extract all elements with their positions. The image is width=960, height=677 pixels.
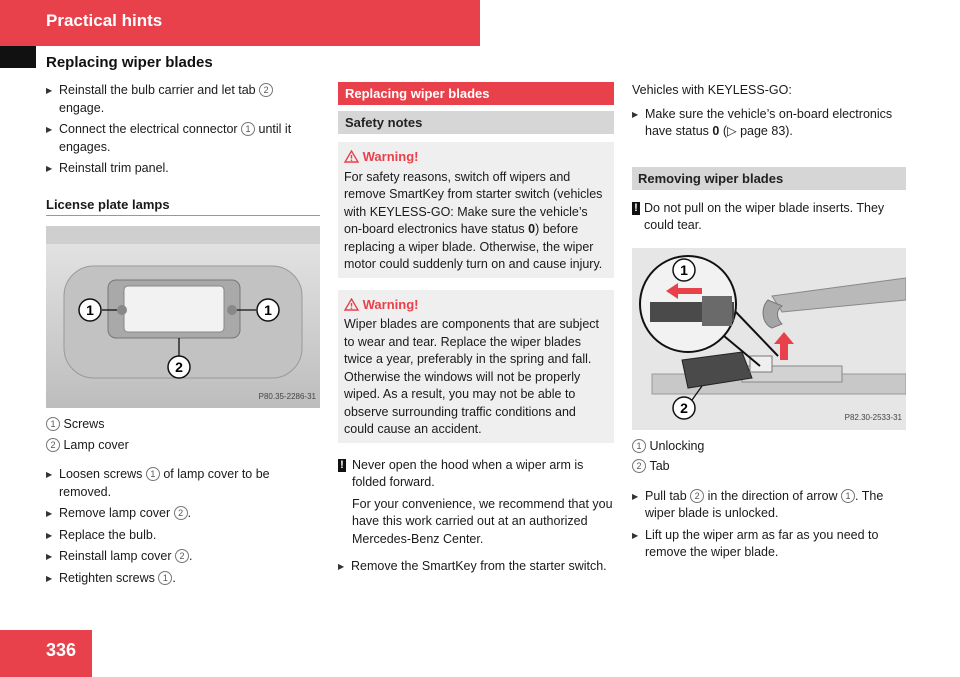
note-block: ! Do not pull on the wiper blade inserts… (632, 200, 906, 235)
warning-title: Warning! (343, 296, 608, 314)
note-exclamation-icon: ! (338, 458, 346, 472)
warning-box: Warning! For safety reasons, switch off … (338, 142, 614, 278)
warning-triangle-icon (343, 297, 360, 311)
step-item: Reinstall trim panel. (46, 160, 320, 178)
column-middle: Replacing wiper blades Safety notes Warn… (338, 82, 614, 580)
step-item: Loosen screws 1 of lamp cover to be remo… (46, 466, 320, 501)
figure-code: P82.30-2533-31 (844, 413, 902, 422)
section-title: Practical hints (46, 11, 163, 30)
header-band (0, 0, 480, 46)
figure-wiper-blade: 1 2 P82.30-2533-31 (632, 247, 907, 430)
legend-item: 1 Unlocking (632, 438, 906, 456)
callout-2: 2 (175, 359, 183, 375)
step-item: Connect the electrical connector 1 until… (46, 121, 320, 156)
step-item: Reinstall the bulb carrier and let tab 2… (46, 82, 320, 117)
warning-text: For safety reasons, switch off wipers an… (344, 169, 603, 272)
callout-ref: 2 (259, 83, 274, 97)
step-item: Make sure the vehicle’s on-board electro… (632, 106, 906, 141)
warning-box: Warning! Wiper blades are components tha… (338, 289, 614, 443)
figure-license-plate-lamp: 1 1 2 P80.35-2286-31 (46, 226, 320, 408)
wiper-illustration: 1 2 (632, 247, 907, 430)
warning-text: Wiper blades are components that are sub… (344, 317, 599, 436)
callout-ref: 1 (241, 122, 256, 136)
page-subtitle: Replacing wiper blades (46, 54, 213, 71)
warning-triangle-icon (343, 149, 360, 163)
step-item: Remove lamp cover 2. (46, 505, 320, 523)
step-item: Pull tab 2 in the direction of arrow 1. … (632, 488, 906, 523)
note-block: ! Never open the hood when a wiper arm i… (338, 457, 614, 549)
callout-1b: 1 (264, 302, 272, 318)
step-item: Remove the SmartKey from the starter swi… (338, 558, 614, 576)
legend-item: 2 Tab (632, 458, 906, 476)
step-item: Replace the bulb. (46, 527, 320, 545)
page-number-box (0, 630, 92, 677)
subsection-bar-safety-notes: Safety notes (338, 111, 614, 134)
header-marker (0, 46, 36, 68)
section-heading-license-plate-lamps: License plate lamps (46, 196, 320, 216)
warning-title: Warning! (343, 148, 608, 166)
legend-item: 2 Lamp cover (46, 437, 320, 455)
figure-code: P80.35-2286-31 (258, 391, 316, 401)
lamp-illustration: 1 1 2 (46, 226, 320, 408)
legend-item: 1 Screws (46, 416, 320, 434)
column-left: Reinstall the bulb carrier and let tab 2… (46, 82, 320, 591)
page-number: 336 (46, 640, 77, 660)
callout-1: 1 (86, 302, 94, 318)
callout-1: 1 (680, 262, 688, 278)
section-bar-replacing-wiper-blades: Replacing wiper blades (338, 82, 614, 105)
intro-text: Vehicles with KEYLESS-GO: (632, 83, 792, 97)
step-item: Retighten screws 1. (46, 570, 320, 588)
step-item: Lift up the wiper arm as far as you need… (632, 527, 906, 562)
column-right: Vehicles with KEYLESS-GO: Make sure the … (632, 82, 907, 566)
step-item: Reinstall lamp cover 2. (46, 548, 320, 566)
note-exclamation-icon: ! (632, 201, 640, 215)
callout-2: 2 (680, 400, 688, 416)
subsection-bar-removing-wiper-blades: Removing wiper blades (632, 166, 906, 190)
